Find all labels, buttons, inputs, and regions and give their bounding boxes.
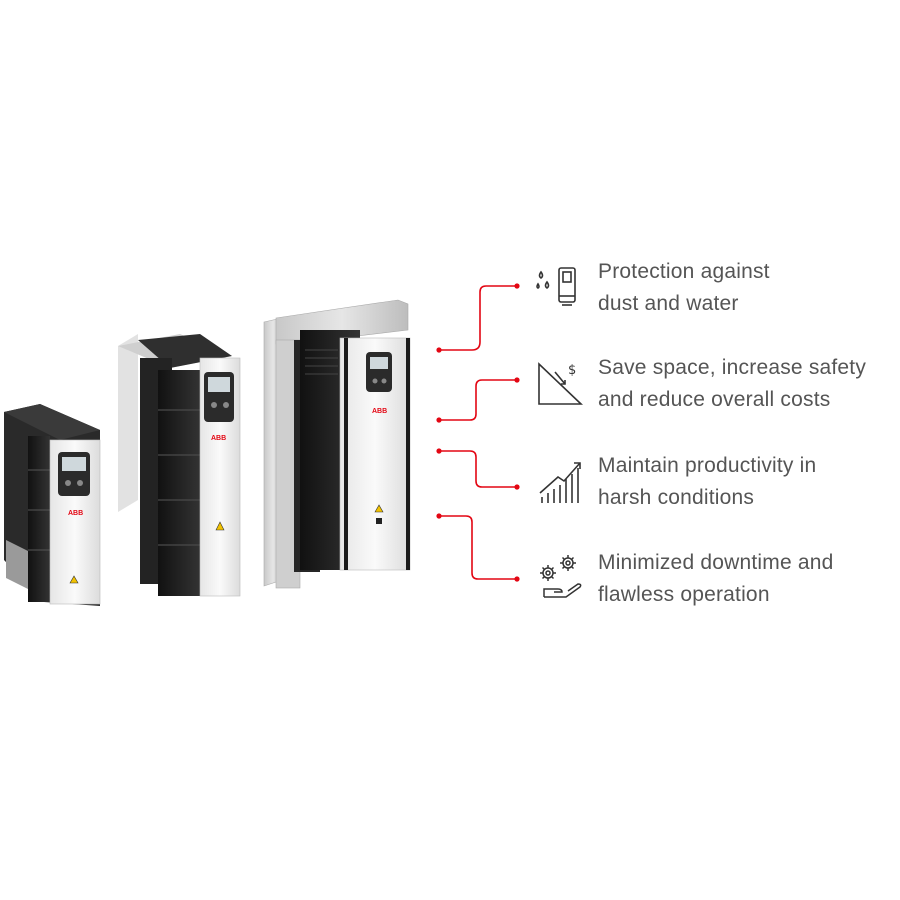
feature-line-1: Maintain productivity in (598, 454, 817, 477)
feature-line-2: flawless operation (598, 583, 770, 606)
connector-line-1 (439, 285, 517, 351)
feature-line-1: Protection against (598, 260, 770, 283)
feature-item-productivity: Maintain productivity in harsh condition… (598, 450, 898, 514)
svg-text:$: $ (568, 363, 576, 378)
feature-line-2: harsh conditions (598, 486, 755, 509)
feature-item-save-space: Save space, increase safety and reduce o… (598, 352, 898, 416)
connector-line-4 (439, 515, 517, 580)
feature-line-2: dust and water (598, 292, 739, 315)
abb-logo-large: ABB (372, 408, 387, 415)
feature-item-downtime: Minimized downtime and flawless operatio… (598, 547, 898, 611)
save-space-cost-icon: $ (538, 362, 583, 405)
feature-line-1: Minimized downtime and (598, 551, 834, 574)
gears-hand-icon (540, 555, 582, 598)
connector-line-2 (439, 379, 517, 421)
productivity-growth-icon (539, 462, 581, 503)
connector-lines (439, 285, 517, 580)
small-drive (4, 404, 101, 606)
feature-item-protection: Protection against dust and water (598, 256, 898, 320)
dust-water-protection-icon (536, 267, 576, 306)
connector-line-3 (439, 450, 517, 488)
large-drive (263, 299, 411, 589)
feature-line-1: Save space, increase safety (598, 356, 867, 379)
connector-dots (436, 283, 520, 582)
abb-logo-medium: ABB (211, 435, 226, 442)
abb-logo-small: ABB (68, 510, 83, 517)
medium-drive (118, 334, 241, 597)
feature-line-2: and reduce overall costs (598, 388, 831, 411)
